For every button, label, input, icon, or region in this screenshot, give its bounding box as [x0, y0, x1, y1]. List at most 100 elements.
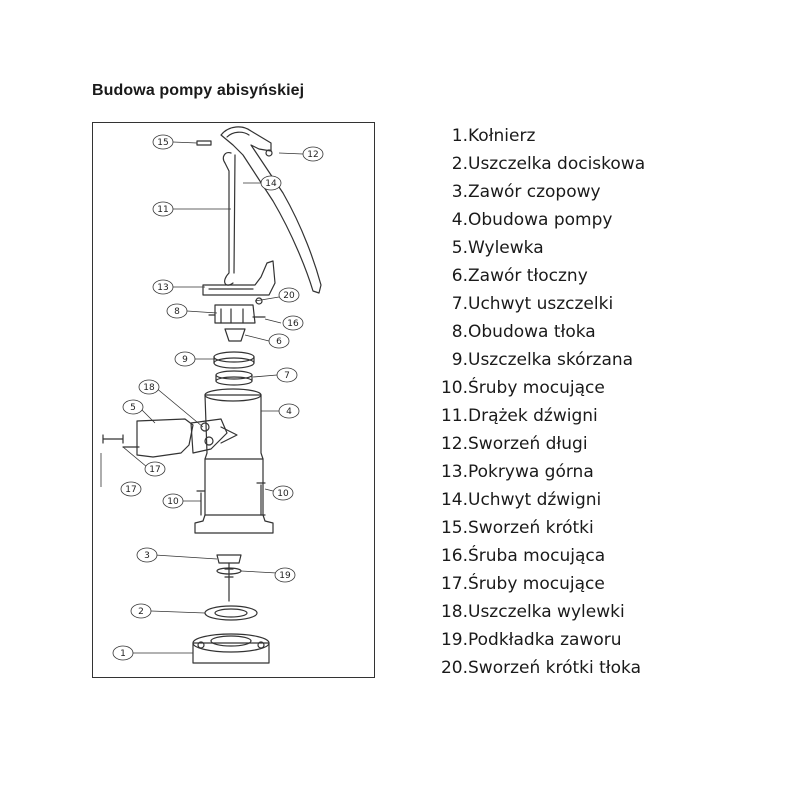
- legend-label: Zawór tłoczny: [468, 266, 588, 286]
- legend-label: Drążek dźwigni: [468, 406, 598, 426]
- callout-number: 13: [157, 283, 168, 293]
- legend-item: 9.Uszczelka skórzana: [440, 346, 645, 374]
- callout-number: 17: [149, 465, 160, 475]
- lever-rod: [222, 152, 234, 286]
- legend-label: Śruba mocująca: [468, 546, 606, 566]
- callout-number: 17: [125, 485, 136, 495]
- legend-label: Uchwyt uszczelki: [468, 294, 614, 314]
- callout-number: 2: [138, 607, 144, 617]
- callout-bubble: [260, 175, 282, 191]
- callout-bubble: [138, 379, 160, 395]
- top-cover: [202, 260, 276, 296]
- long-pin: [265, 149, 273, 157]
- legend-label: Obudowa pompy: [468, 210, 613, 230]
- callout-number: 7: [284, 371, 290, 381]
- pump-body: [194, 394, 274, 534]
- legend-item: 11.Drążek dźwigni: [440, 402, 645, 430]
- plug-valve: [216, 554, 242, 564]
- callout-bubble: [130, 603, 152, 619]
- callout-bubble: [272, 485, 294, 501]
- lever-handle: [220, 126, 322, 294]
- callout-bubble: [120, 481, 142, 497]
- legend-number: 2.: [451, 154, 468, 174]
- flange: [192, 642, 270, 664]
- legend-item: 19.Podkładka zaworu: [440, 626, 645, 654]
- legend-item: 3.Zawór czopowy: [440, 178, 645, 206]
- delivery-valve: [224, 328, 246, 342]
- callout-number: 16: [287, 319, 299, 329]
- legend-number: 4.: [451, 210, 468, 230]
- callout-labels: [100, 141, 304, 654]
- page-title: Budowa pompy abisyńskiej: [92, 82, 305, 99]
- legend-item: 10.Śruby mocujące: [440, 374, 645, 402]
- callout-number: 10: [167, 497, 179, 507]
- legend-item: 13.Pokrywa górna: [440, 458, 645, 486]
- legend-label: Śruby mocujące: [468, 378, 605, 398]
- legend-label: Uszczelka wylewki: [468, 602, 625, 622]
- callout-number: 6: [276, 337, 282, 347]
- parts-legend: 1.Kołnierz 2.Uszczelka dociskowa 3.Zawór…: [440, 122, 645, 682]
- callout-bubble: [144, 461, 166, 477]
- legend-number: 1.: [451, 126, 468, 146]
- callout-bubble: [278, 287, 300, 303]
- legend-item: 1.Kołnierz: [440, 122, 645, 150]
- callout-bubble: [112, 645, 134, 661]
- legend-number: 19.: [440, 630, 468, 650]
- legend-number: 18.: [440, 602, 468, 622]
- legend-item: 4.Obudowa pompy: [440, 206, 645, 234]
- callout-bubble: [278, 403, 300, 419]
- callout-number: 18: [143, 383, 155, 393]
- legend-item: 5.Wylewka: [440, 234, 645, 262]
- short-pin: [196, 140, 212, 146]
- callout-bubble: [122, 399, 144, 415]
- legend-label: Uszczelka skórzana: [468, 350, 634, 370]
- callout-number: 12: [307, 150, 318, 160]
- spout: [136, 418, 194, 458]
- legend-label: Sworzeń krótki: [468, 518, 594, 538]
- legend-number: 14.: [440, 490, 468, 510]
- legend-item: 16.Śruba mocująca: [440, 542, 645, 570]
- legend-label: Pokrywa górna: [468, 462, 594, 482]
- legend-number: 11.: [440, 406, 468, 426]
- callout-number: 19: [279, 571, 291, 581]
- callout-number: 3: [144, 551, 150, 561]
- legend-number: 3.: [451, 182, 468, 202]
- callout-bubble: [274, 567, 296, 583]
- legend-item: 20.Sworzeń krótki tłoka: [440, 654, 645, 682]
- callout-number: 10: [277, 489, 289, 499]
- callout-bubble: [276, 367, 298, 383]
- legend-label: Wylewka: [468, 238, 544, 258]
- callout-number: 5: [130, 403, 136, 413]
- callout-bubble: [152, 134, 174, 150]
- callout-number: 4: [286, 407, 292, 417]
- legend-label: Kołnierz: [468, 126, 536, 146]
- callout-number: 15: [157, 138, 168, 148]
- callout-bubble: [152, 279, 174, 295]
- legend-item: 2.Uszczelka dociskowa: [440, 150, 645, 178]
- legend-label: Podkładka zaworu: [468, 630, 622, 650]
- mount-bolts: [196, 482, 266, 516]
- legend-item: 15.Sworzeń krótki: [440, 514, 645, 542]
- legend-label: Sworzeń krótki tłoka: [468, 658, 642, 678]
- callout-bubble: [302, 146, 324, 162]
- legend-label: Uchwyt dźwigni: [468, 490, 602, 510]
- callout-number: 11: [157, 205, 168, 215]
- callout-bubble: [282, 315, 304, 331]
- callout-number: 9: [182, 355, 188, 365]
- legend-label: Sworzeń długi: [468, 434, 588, 454]
- callout-number: 14: [265, 179, 277, 189]
- legend-item: 17.Śruby mocujące: [440, 570, 645, 598]
- legend-number: 5.: [451, 238, 468, 258]
- legend-number: 16.: [440, 546, 468, 566]
- piston-housing: [214, 304, 256, 324]
- legend-number: 7.: [451, 294, 468, 314]
- legend-label: Zawór czopowy: [468, 182, 601, 202]
- legend-item: 12.Sworzeń długi: [440, 430, 645, 458]
- callout-bubble: [268, 333, 290, 349]
- spout-bolts: [102, 434, 124, 444]
- callout-bubble: [136, 547, 158, 563]
- legend-number: 13.: [440, 462, 468, 482]
